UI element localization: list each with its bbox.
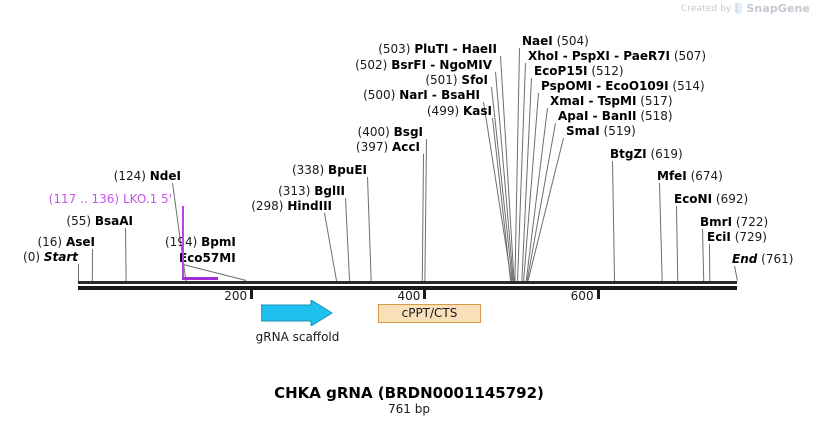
watermark-prefix: Created by [680,3,732,14]
leader-line [676,205,679,281]
ruler-label-600: 600 [570,289,594,303]
leader-line [734,265,738,281]
site-label-ndei: (124) NdeI [113,169,181,183]
site-label-pspomi-ecoo109i: PspOMI - EcoO109I (514) [541,79,705,93]
site-label-naei: NaeI (504) [522,34,589,48]
sequence-backbone-upper [78,281,737,284]
site-label-xmai-tspmi: XmaI - TspMI (517) [550,94,673,108]
leader-line [424,139,427,282]
site-label-apai-banii: ApaI - BanII (518) [558,109,673,123]
snapgene-watermark: Created by SnapGene [681,2,810,15]
site-label-bpmi: (194) BpmI [165,235,236,249]
site-label-mfei: MfeI (674) [657,169,723,183]
page-subtitle: 761 bp [388,402,430,416]
leader-line [659,182,663,281]
site-label-pluti-haeii: (503) PluTI - HaeII [378,42,497,56]
leader-line [324,212,338,281]
site-label-xhoi-pspxi-paer7i: XhoI - PspXI - PaeR7I (507) [528,49,707,63]
feature-box-cppt-cts: cPPT/CTS [378,304,481,323]
site-label-nari-bsahi: (500) NarI - BsaHI [363,88,480,102]
site-label-asei: (16) AseI [37,235,95,249]
leader-line [91,249,93,282]
snapgene-logo-icon [735,3,743,14]
site-label-bsgi: (400) BsgI [357,125,423,139]
feature-label-lko1-5prime: (117 .. 136) LKO.1 5' [48,192,172,206]
site-label-kasi: (499) KasI [426,104,492,118]
site-label-bglii: (313) BglII [278,184,345,198]
lko1-feature-span [182,277,218,280]
site-label-ecop15i: EcoP15I (512) [534,64,624,78]
site-label-smai: SmaI (519) [566,124,636,138]
site-label-sfoi: (501) SfoI [425,73,488,87]
ruler-tick-200 [250,290,254,299]
site-label-bpuei: (338) BpuEI [291,163,367,177]
site-label-bsaai: (55) BsaAI [66,214,133,228]
site-label-bsrfi-ngomiv: (502) BsrFI - NgoMIV [355,58,492,72]
feature-arrow-grna-scaffold [261,300,333,326]
site-label-hindiii: (298) HindIII [251,199,332,213]
leader-line [78,264,79,281]
leader-line [709,243,711,281]
ruler-label-400: 400 [397,289,421,303]
ruler-label-200: 200 [224,289,248,303]
site-label-acci: (397) AccI [355,140,420,154]
leader-line [702,228,705,281]
site-label-btgzi: BtgZI (619) [610,147,683,161]
leader-line [612,160,616,281]
feature-caption-grna-scaffold: gRNA scaffold [255,330,340,344]
site-label-econi: EcoNI (692) [674,192,749,206]
ruler-tick-600 [596,290,600,299]
page-title: CHKA gRNA (BRDN0001145792) [274,384,544,402]
leader-line [345,197,351,281]
site-label-ecii: EciI (729) [707,230,767,244]
site-label-start: (0) Start [23,250,78,264]
site-label-bmri: BmrI (722) [700,215,769,229]
site-label-eco57mi: Eco57MI [179,251,236,265]
sequence-backbone-lower [78,286,737,290]
site-label-end: End (761) [732,252,794,266]
watermark-brand: SnapGene [746,2,810,15]
leader-line [367,176,372,281]
lko1-feature-tick [182,206,184,280]
ruler-tick-400 [423,290,427,299]
leader-line [125,227,127,281]
